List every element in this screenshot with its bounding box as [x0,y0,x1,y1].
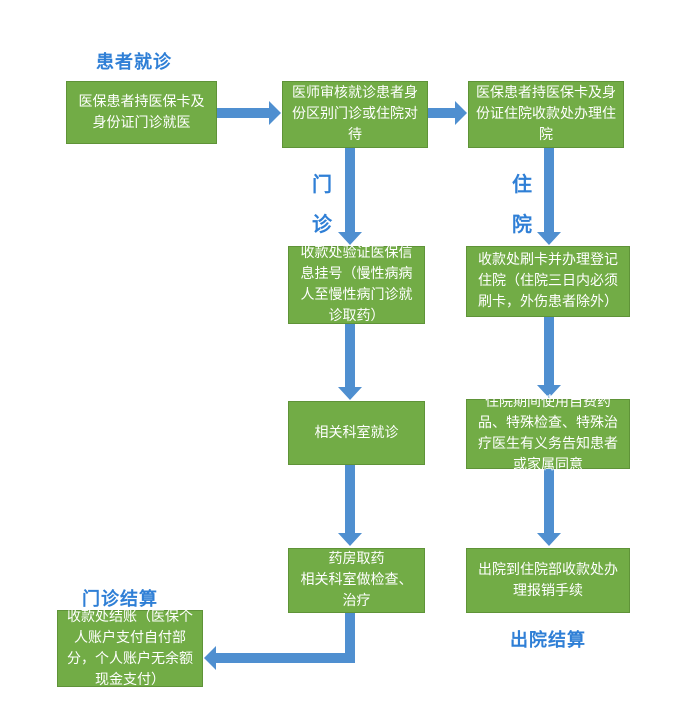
inpatient-path-label-1: 住 [512,172,533,196]
inpatient-register-box: 收款处刷卡并办理登记住院（住院三日内必须刷卡，外伤患者除外） [466,246,630,317]
review-text: 医师审核就诊患者身份区别门诊或住院对待 [292,85,418,143]
review-box: 医师审核就诊患者身份区别门诊或住院对待 [282,81,428,148]
outpatient-settlement-label: 门诊结算 [82,589,158,610]
outpatient-payment-text: 收款处结账（医保个人账户支付自付部分，个人账户无余额现金支付） [67,608,193,688]
department-visit-text: 相关科室就诊 [314,424,399,441]
pharmacy-box: 药房取药 相关科室做检查、治疗 [288,548,425,613]
outpatient-path-label-2: 诊 [312,212,333,236]
discharge-text: 出院到住院部收款处办理报销手续 [478,561,618,599]
admit-box: 医保患者持医保卡及身份证住院收款处办理住院 [468,81,624,148]
pharmacy-text: 药房取药 相关科室做检查、治疗 [300,551,413,609]
patient-visit-label: 患者就诊 [96,52,172,73]
arrow-department-to-pharmacy [338,465,362,546]
inpatient-register-text: 收款处刷卡并办理登记住院（住院三日内必须刷卡，外伤患者除外） [478,252,618,310]
inpatient-path-label-2: 院 [512,212,533,236]
start-text: 医保患者持医保卡及身份证门诊就医 [78,93,205,131]
outpatient-register-box: 收款处验证医保信息挂号（慢性病病人至慢性病门诊就诊取药） [288,245,425,324]
arrow-notice-to-discharge [537,469,561,546]
inpatient-notice-box: 住院期间使用自费药品、特殊检查、特殊治疗医生有义务告知患者或家属同意 [466,394,630,473]
arrow-inpatient-register-to-notice [537,317,561,398]
department-visit-box: 相关科室就诊 [288,401,425,465]
arrow-pharmacy-to-payment [204,613,355,670]
arrow-review-to-outpatient-register [338,148,362,245]
discharge-box: 出院到住院部收款处办理报销手续 [466,548,630,613]
arrow-start-to-review [217,101,281,125]
discharge-settlement-label: 出院结算 [510,630,586,651]
outpatient-path-label-1: 门 [312,172,333,196]
outpatient-register-text: 收款处验证医保信息挂号（慢性病病人至慢性病门诊就诊取药） [300,245,413,324]
arrow-review-to-admit [428,101,467,125]
admit-text: 医保患者持医保卡及身份证住院收款处办理住院 [476,85,616,143]
start-box: 医保患者持医保卡及身份证门诊就医 [66,81,217,144]
arrow-admit-to-inpatient-register [537,148,561,245]
arrow-register-to-department [338,324,362,400]
outpatient-payment-box: 收款处结账（医保个人账户支付自付部分，个人账户无余额现金支付） [57,609,203,688]
inpatient-notice-text: 住院期间使用自费药品、特殊检查、特殊治疗医生有义务告知患者或家属同意 [478,394,618,473]
